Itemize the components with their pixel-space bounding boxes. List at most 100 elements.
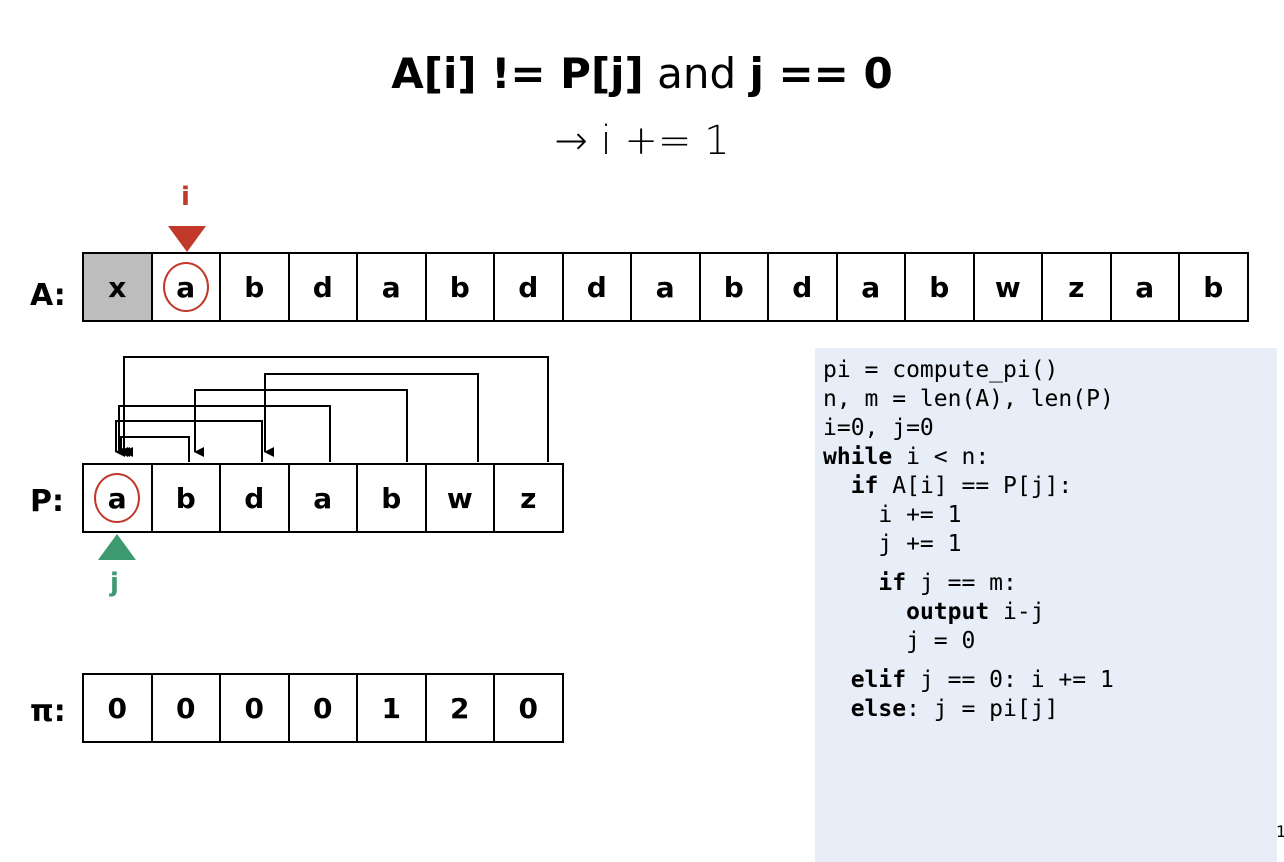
array-pi-cell: 0 <box>82 673 153 743</box>
code-line: else: j = pi[j] <box>823 695 1114 724</box>
array-pi-cell-value: 0 <box>176 691 196 725</box>
arc-z-to-a <box>123 356 549 462</box>
code-text <box>823 570 878 596</box>
title-condition-2: j == 0 <box>749 49 893 98</box>
array-pi-cell: 0 <box>287 673 358 743</box>
array-a-cell-value: d <box>518 270 539 304</box>
code-text <box>823 667 851 693</box>
code-text: pi = compute_pi() <box>823 357 1059 383</box>
array-pi-cell: 2 <box>424 673 495 743</box>
array-p-label: P: <box>30 484 64 519</box>
code-text: i < n: <box>892 444 990 470</box>
code-keyword: if <box>850 473 879 499</box>
arc-d-to-a <box>115 420 263 462</box>
title-condition-1: A[i] != P[j] <box>391 49 644 98</box>
code-text: j == m: <box>906 570 1017 596</box>
array-p-cell: a <box>82 463 153 533</box>
array-a-cell: b <box>904 252 975 322</box>
title-and: and <box>643 49 750 98</box>
array-pi-cell: 0 <box>150 673 221 743</box>
array-a-cell: a <box>1109 252 1180 322</box>
array-a-cell-value: x <box>108 270 127 304</box>
array-a-cell: d <box>561 252 632 322</box>
array-a-cell-value: b <box>929 270 950 304</box>
code-line: pi = compute_pi() <box>823 356 1114 385</box>
array-a-cell: d <box>493 252 564 322</box>
arc-b-to-a <box>120 436 190 462</box>
array-pi-cell-value: 0 <box>313 691 333 725</box>
highlight-circle <box>162 262 209 312</box>
array-p-cell-value: d <box>244 481 265 515</box>
array-a-cell: a <box>356 252 427 322</box>
array-p-cell-value: a <box>313 481 333 515</box>
array-a-cell-value: b <box>723 270 744 304</box>
array-pi-cell-value: 2 <box>450 691 470 725</box>
code-text: i-j <box>989 599 1045 625</box>
code-keyword: elif <box>850 667 907 693</box>
code-keyword: while <box>823 444 893 470</box>
array-a-cell: a <box>835 252 906 322</box>
pointer-i-arrow-icon <box>168 226 206 252</box>
code-text: i += 1 <box>823 502 962 528</box>
array-pi-cell-value: 1 <box>381 691 401 725</box>
array-pi-cell-value: 0 <box>107 691 127 725</box>
pointer-j-arrow-icon <box>98 534 136 560</box>
code-text <box>823 473 851 499</box>
array-p-cell-value: b <box>381 481 402 515</box>
code-text: j += 1 <box>823 531 962 557</box>
code-panel <box>815 348 1277 862</box>
code-text: : j = pi[j] <box>906 696 1059 722</box>
code-text <box>823 599 906 625</box>
array-pi-cell-value: 0 <box>518 691 538 725</box>
arc-a-to-a <box>118 405 331 462</box>
arc-w-to-d <box>264 373 479 462</box>
array-p-cell: d <box>219 463 290 533</box>
array-a-cell-value: a <box>1135 270 1155 304</box>
array-a-cell-value: b <box>1203 270 1224 304</box>
pointer-j-label: j <box>110 568 119 598</box>
slide-title: A[i] != P[j] and j == 0 <box>0 44 1284 104</box>
array-p-cell: b <box>356 463 427 533</box>
code-line: j += 1 <box>823 530 1114 559</box>
array-a-cell: a <box>150 252 221 322</box>
code-block: pi = compute_pi()n, m = len(A), len(P)i=… <box>823 356 1114 724</box>
code-text: j == 0: i += 1 <box>906 667 1114 693</box>
array-a-cell-value: d <box>792 270 813 304</box>
array-p-cell-value: b <box>175 481 196 515</box>
code-line: output i-j <box>823 598 1114 627</box>
array-a-cell-value: a <box>861 270 881 304</box>
array-a-cell-value: w <box>994 270 1021 304</box>
array-a-cell: d <box>767 252 838 322</box>
code-line: if A[i] == P[j]: <box>823 472 1114 501</box>
code-line: j = 0 <box>823 627 1114 656</box>
array-p-cell-value: w <box>446 481 473 515</box>
array-pi-cell: 1 <box>356 673 427 743</box>
array-a-cell-value: a <box>655 270 675 304</box>
array-p-cell: w <box>424 463 495 533</box>
array-a-label: A: <box>30 278 66 313</box>
array-a-cell-value: z <box>1068 270 1085 304</box>
array-p-cell: z <box>493 463 564 533</box>
array-pi-cell-value: 0 <box>244 691 264 725</box>
code-text: j = 0 <box>823 628 976 654</box>
code-line: i += 1 <box>823 501 1114 530</box>
code-keyword: else <box>850 696 907 722</box>
array-a-cell: b <box>1178 252 1249 322</box>
arc-b-to-b <box>194 389 408 462</box>
code-text <box>823 696 851 722</box>
code-text: A[i] == P[j]: <box>878 473 1073 499</box>
array-pi-cell: 0 <box>219 673 290 743</box>
pointer-i-label: i <box>181 182 190 212</box>
array-a-cell-value: d <box>586 270 607 304</box>
code-line: while i < n: <box>823 443 1114 472</box>
array-a-cell: b <box>424 252 495 322</box>
array-a-cell-value: a <box>381 270 401 304</box>
array-a-cell-value: b <box>244 270 265 304</box>
array-pi: 0 0 0 0 1 2 0 <box>82 673 564 743</box>
array-p-cell: b <box>150 463 221 533</box>
code-text: n, m = len(A), len(P) <box>823 386 1114 412</box>
array-pi-label: π: <box>30 694 66 729</box>
